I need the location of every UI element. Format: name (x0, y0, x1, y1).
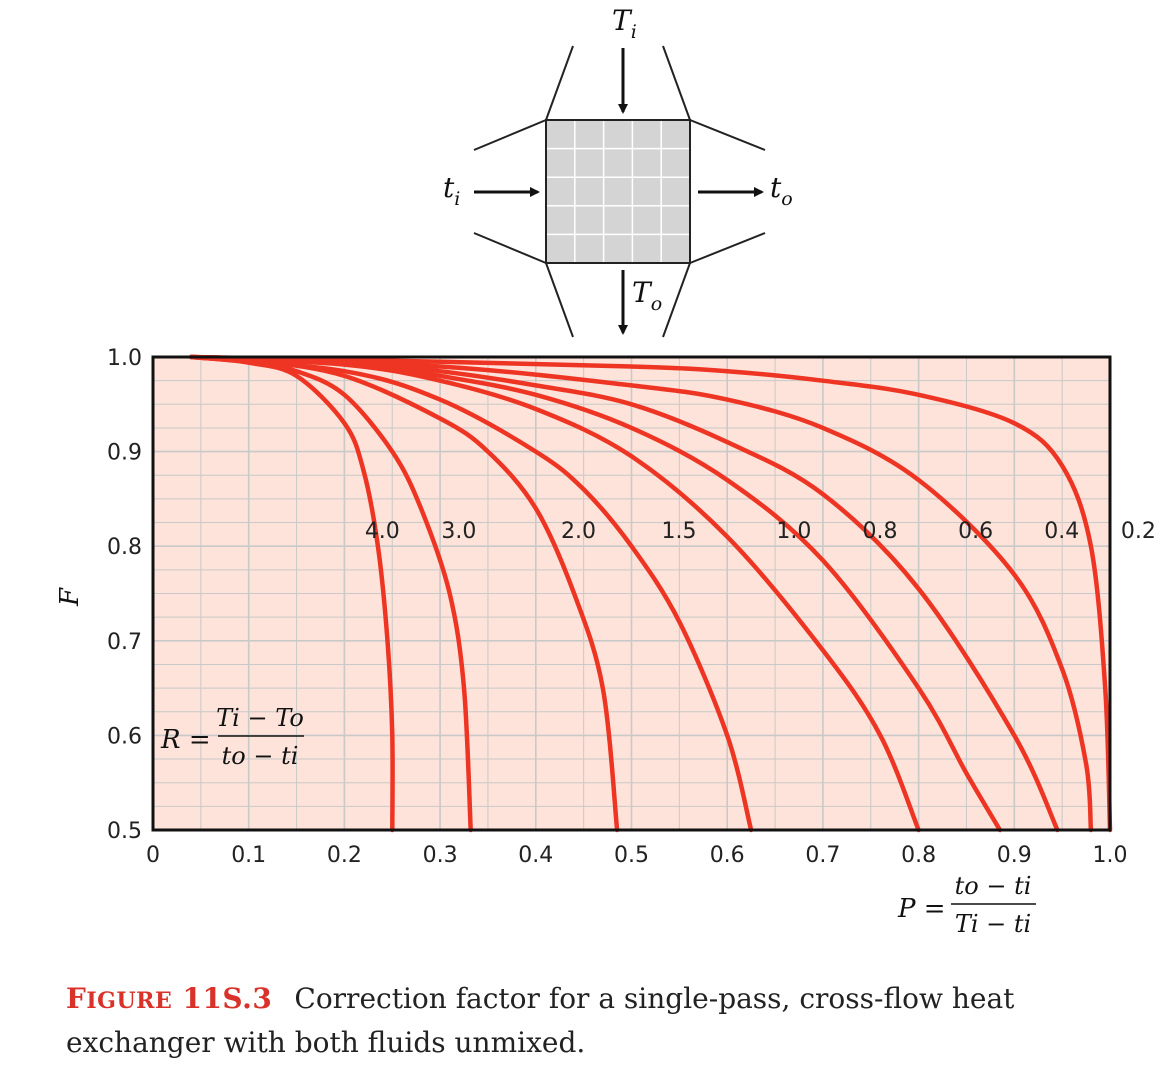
x-tick-label: 0.4 (518, 843, 553, 868)
curve-label: 4.0 (365, 519, 400, 544)
y-tick-label: 0.7 (107, 630, 142, 655)
curve-label: 2.0 (561, 519, 596, 544)
curve-r-0.4 (189, 354, 1094, 833)
x-tick-label: 0.2 (327, 843, 362, 868)
x-tick-label: 1.0 (1093, 843, 1128, 868)
x-axis-ticks: 0 0.1 0.2 0.3 0.4 0.5 0.6 0.7 0.8 0.9 1.0 (146, 843, 1128, 868)
x-tick-label: 0.7 (805, 843, 840, 868)
svg-text:P =: P = (897, 894, 946, 924)
x-tick-label: 0.6 (710, 843, 745, 868)
exchanger-core (545, 119, 691, 264)
curve-label: 0.6 (958, 519, 993, 544)
x-tick-label: 0.5 (614, 843, 649, 868)
y-axis-ticks: 0.5 0.6 0.7 0.8 0.9 1.0 (107, 346, 142, 844)
x-tick-label: 0.8 (901, 843, 936, 868)
curve-label: 0.2 (1121, 519, 1156, 544)
flow-guide-lines (473, 45, 766, 338)
grid (153, 357, 1110, 830)
r-formula-numerator: Ti − To (216, 704, 304, 732)
curve-label: 0.8 (862, 519, 897, 544)
cold-outlet-label: to (770, 171, 793, 210)
r-formula-denominator: to − ti (222, 742, 299, 770)
x-tick-label: 0.9 (997, 843, 1032, 868)
curve-r-1.5 (189, 354, 754, 833)
y-tick-label: 0.5 (107, 819, 142, 844)
cold-inlet-label: ti (443, 171, 460, 210)
hot-inlet-label: Ti (612, 4, 637, 43)
exchanger-diagram: Ti To ti to (443, 4, 793, 338)
x-tick-label: 0 (146, 843, 160, 868)
curve-label: 3.0 (441, 519, 476, 544)
plot-frame (151, 355, 1112, 832)
curves (189, 354, 1113, 833)
exchanger-core-grid (547, 121, 689, 262)
curve-r-0.2 (189, 354, 1113, 833)
correction-factor-chart: 4.0 3.0 2.0 1.5 1.0 0.8 0.6 0.4 0.2 0 0.1 0.2 0.3 0.… (55, 346, 1156, 938)
y-tick-label: 0.9 (107, 441, 142, 466)
curve-label: 1.5 (661, 519, 696, 544)
curve-label: 1.0 (776, 519, 811, 544)
x-tick-label: 0.3 (423, 843, 458, 868)
figure-number: FIGURE 11S.3 (66, 982, 273, 1015)
curve-labels: 4.0 3.0 2.0 1.5 1.0 0.8 0.6 0.4 0.2 (365, 519, 1156, 544)
y-axis-title: F (55, 587, 85, 607)
x-tick-label: 0.1 (231, 843, 266, 868)
r-formula: R = Ti − To to − ti (160, 704, 304, 770)
p-formula-numerator: to − ti (955, 872, 1032, 900)
p-formula: P = to − ti Ti − ti (897, 872, 1036, 938)
curve-label: 0.4 (1044, 519, 1079, 544)
hot-outlet-label: To (632, 276, 662, 315)
y-tick-label: 1.0 (107, 346, 142, 371)
p-formula-denominator: Ti − ti (955, 910, 1031, 938)
y-tick-label: 0.8 (107, 535, 142, 560)
y-tick-label: 0.6 (107, 724, 142, 749)
caption-text: Correction factor for a single-pass, cro… (66, 982, 1015, 1059)
svg-text:R =: R = (160, 725, 211, 755)
